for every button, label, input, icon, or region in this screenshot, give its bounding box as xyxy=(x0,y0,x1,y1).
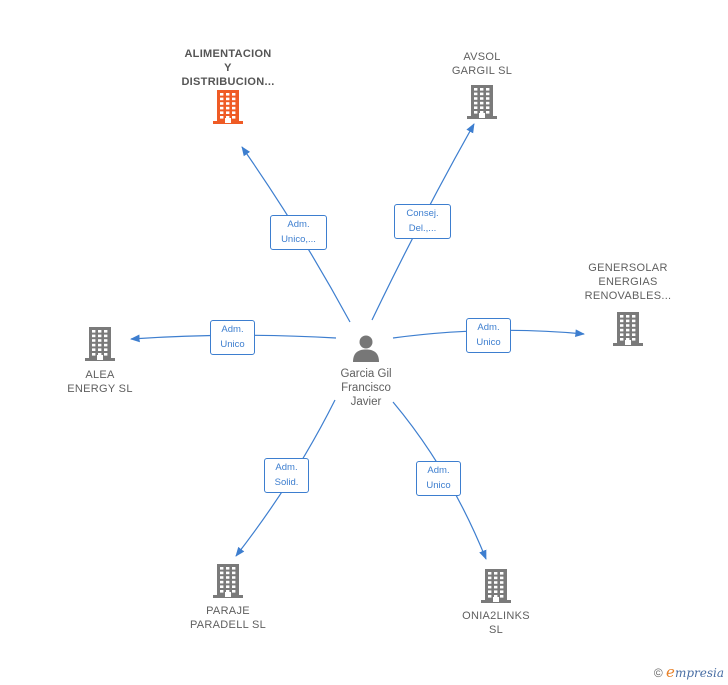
company-name: ONIA2LINKS SL xyxy=(462,610,530,636)
company-node-alea[interactable]: ALEA ENERGY SL xyxy=(52,326,148,396)
person-icon xyxy=(353,335,379,362)
role-label-onia[interactable]: Adm. Unico xyxy=(416,461,461,496)
role-label-genersolar[interactable]: Adm. Unico xyxy=(466,318,511,353)
building-icon xyxy=(467,85,497,119)
company-node-alimentacion[interactable]: ALIMENTACION Y DISTRIBUCION... xyxy=(158,47,298,125)
copyright-icon: © xyxy=(653,666,663,680)
company-name: ALEA ENERGY SL xyxy=(67,369,133,395)
building-icon xyxy=(85,327,115,361)
company-name: PARAJE PARADELL SL xyxy=(189,605,267,631)
role-label-avsol[interactable]: Consej. Del.,... xyxy=(394,204,451,239)
building-icon xyxy=(613,312,643,346)
person-name: Garcia Gil Francisco Javier xyxy=(340,368,392,408)
building-icon xyxy=(213,564,243,598)
logo-initial: e xyxy=(666,663,675,681)
company-node-genersolar[interactable]: GENERSOLAR ENERGIAS RENOVABLES... xyxy=(576,261,680,347)
company-node-avsol[interactable]: AVSOL GARGIL SL xyxy=(434,50,530,120)
building-icon xyxy=(213,90,243,124)
role-label-paraje[interactable]: Adm. Solid. xyxy=(264,458,309,493)
company-name: AVSOL GARGIL SL xyxy=(451,51,513,77)
company-node-onia[interactable]: ONIA2LINKS SL xyxy=(448,568,544,637)
company-name: ALIMENTACION Y DISTRIBUCION... xyxy=(181,48,275,88)
building-icon xyxy=(481,569,511,603)
role-label-alimentacion[interactable]: Adm. Unico,... xyxy=(270,215,327,250)
company-node-paraje[interactable]: PARAJE PARADELL SL xyxy=(172,563,284,632)
company-name: GENERSOLAR ENERGIAS RENOVABLES... xyxy=(584,262,672,302)
person-node[interactable]: Garcia Gil Francisco Javier xyxy=(318,333,414,409)
role-label-alea[interactable]: Adm. Unico xyxy=(210,320,255,355)
logo-text: mpresia xyxy=(674,666,724,680)
empresia-logo[interactable]: © empresia xyxy=(654,663,724,681)
